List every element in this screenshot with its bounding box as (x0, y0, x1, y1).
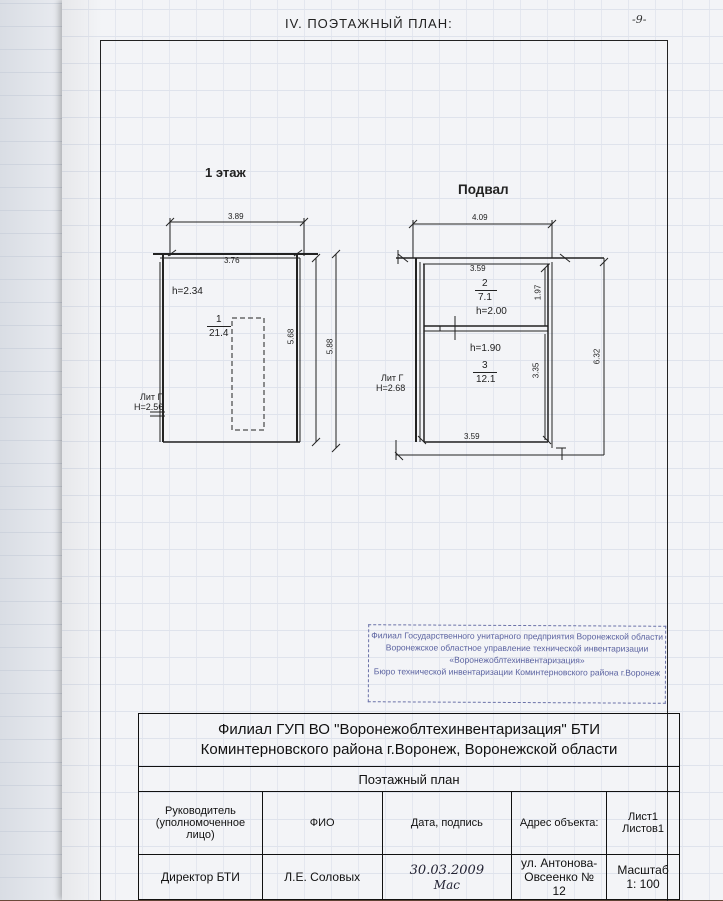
floor1-room-divider (207, 326, 231, 327)
org-line-2: Коминтерновского района г.Воронеж, Ворон… (200, 741, 618, 758)
floor1-height: h=2.34 (172, 286, 203, 297)
floor1-room-number: 1 (216, 314, 222, 325)
floor1-lit-height: H=2.56 (134, 402, 164, 412)
floor1-label: 1 этаж (205, 165, 246, 180)
basement-room3-divider (473, 372, 497, 373)
scale-label: Масштаб (617, 863, 669, 877)
basement-room3-height: h=1.90 (470, 343, 501, 354)
section-title: IV. ПОЭТАЖНЫЙ ПЛАН: (285, 16, 453, 31)
name-cell: Л.Е. Соловых (261, 854, 383, 900)
page-frame (100, 40, 668, 901)
sheets-total: Листов1 (622, 823, 664, 835)
stamp-line: Воронежское областное управление техниче… (385, 642, 649, 654)
basement-dim-right-outer: 6.32 (592, 348, 602, 365)
role-cell: Директор БТИ (138, 854, 263, 900)
title-block: Филиал ГУП ВО "Воронежоблтехинвентаризац… (138, 713, 680, 900)
basement-label: Подвал (458, 182, 509, 197)
page-number: -9- (632, 13, 647, 26)
sheet-info: Лист1 Листов1 (606, 791, 680, 855)
stamp-line: Бюро технической инвентаризации Коминтер… (373, 666, 661, 678)
col-address-header: Адрес объекта: (511, 791, 608, 855)
basement-room2-side: 1.97 (533, 284, 543, 301)
scale-cell: Масштаб 1: 100 (606, 854, 680, 900)
floor1-dim-right-outer: 5.88 (325, 338, 335, 355)
basement-room3-area: 12.1 (476, 374, 496, 385)
basement-dim-top-outer: 4.09 (472, 213, 488, 222)
basement-room2-number: 2 (482, 278, 488, 289)
floor1-room-area: 21.4 (209, 328, 229, 339)
basement-room3-side: 3.35 (531, 362, 541, 379)
floor1-dim-top-outer: 3.89 (228, 212, 244, 221)
basement-room2-divider (475, 290, 497, 291)
col-fio-header: ФИО (261, 791, 383, 855)
organization-cell: Филиал ГУП ВО "Воронежоблтехинвентаризац… (138, 713, 680, 767)
basement-dim-top-inner: 3.59 (470, 264, 486, 273)
col-head-header: Руководитель (уполномоченное лицо) (138, 791, 263, 855)
basement-room3-number: 3 (482, 360, 488, 371)
basement-plan (394, 219, 609, 461)
floor1-plan (150, 217, 341, 453)
org-line-1: Филиал ГУП ВО "Воронежоблтехинвентаризац… (218, 721, 600, 738)
basement-lit-label: Лит Г (381, 373, 404, 383)
sheet-number: Лист1 (628, 811, 659, 823)
bti-stamp: Филиал Государственного унитарного предп… (367, 624, 667, 704)
floor1-dim-right-inner: 5.68 (286, 328, 296, 345)
basement-lit-height: H=2.68 (376, 383, 406, 393)
document-title: Поэтажный план (138, 766, 680, 792)
floor1-dim-top-inner: 3.76 (224, 256, 240, 265)
basement-room2-area: 7.1 (478, 292, 492, 303)
date-signature-cell: 30.03.2009 Мас (381, 854, 513, 900)
col-date-header: Дата, подпись (381, 791, 513, 855)
basement-room2-height: h=2.00 (476, 306, 507, 317)
signature: Мас (433, 877, 460, 892)
address-cell: ул. Антонова-Овсеенко № 12 (511, 854, 608, 900)
basement-dim-bottom-inner: 3.59 (464, 432, 480, 441)
handwritten-date: 30.03.2009 (409, 862, 485, 878)
floor1-lit-label: Лит Г (140, 392, 163, 402)
scale-value: 1: 100 (626, 877, 660, 891)
